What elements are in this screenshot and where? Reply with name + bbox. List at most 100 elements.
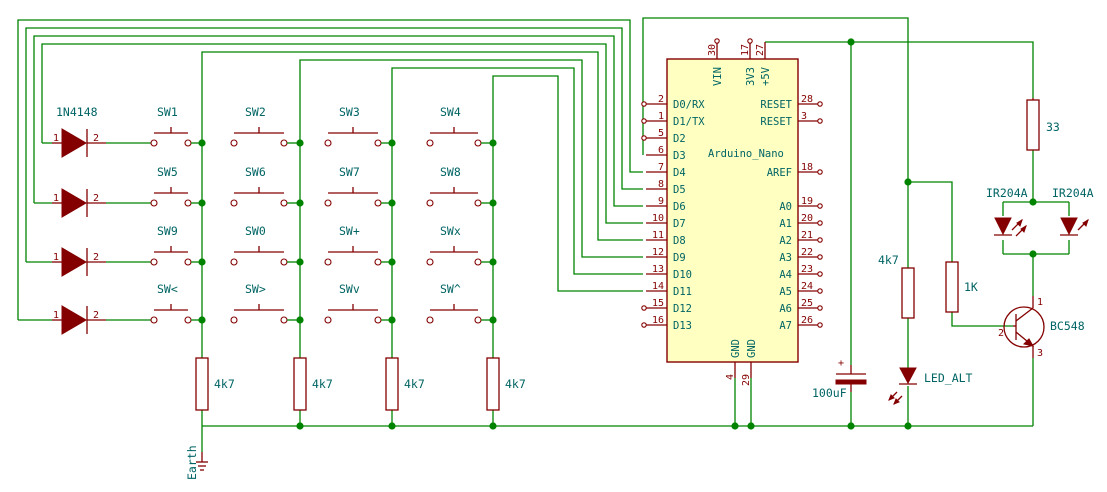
svg-text:21: 21: [801, 230, 813, 241]
svg-text:A2: A2: [779, 235, 792, 247]
pulldown-value: 4k7: [404, 377, 425, 391]
switch-label: SW4: [440, 105, 461, 119]
diode-pin-1: 1: [53, 252, 59, 263]
switch-sw0: SW0: [230, 224, 300, 266]
led-alt: LED_ALT: [888, 367, 973, 405]
wire-row3-d5: [25, 27, 643, 262]
svg-text:8: 8: [658, 179, 664, 190]
capacitor-100uf: + 100uF: [812, 358, 867, 400]
svg-text:D1/TX: D1/TX: [673, 116, 705, 128]
switch-label: SWv: [339, 282, 360, 296]
svg-text:13: 13: [652, 264, 664, 275]
pulldown-value: 4k7: [505, 377, 526, 391]
svg-text:17: 17: [740, 44, 751, 56]
diode-pin-2: 2: [93, 193, 99, 204]
switch-swx: SWx: [426, 224, 493, 266]
svg-text:D11: D11: [673, 286, 692, 298]
switch-sw9: SW9: [150, 224, 202, 266]
svg-text:30: 30: [707, 44, 718, 56]
ir-led-1-label: IR204A: [986, 186, 1028, 200]
switch-label: SW5: [157, 165, 178, 179]
diode-pin-1: 1: [53, 310, 59, 321]
diode-pin-2: 2: [93, 310, 99, 321]
pulldown-resistor-3: 4k7: [385, 357, 425, 411]
earth-symbol: Earth: [185, 445, 208, 480]
svg-text:RESET: RESET: [760, 116, 792, 128]
svg-text:12: 12: [652, 247, 664, 258]
switch-label: SWx: [440, 224, 461, 238]
transistor-pin-3: 3: [1037, 348, 1043, 359]
capacitor-polarity: +: [838, 358, 844, 369]
ir-led-2-triangle: [1060, 217, 1078, 236]
switch-sw7: SW7: [324, 165, 392, 207]
switch-sw2: SW2: [230, 105, 300, 147]
diode-part-label: 1N4148: [56, 105, 98, 119]
transistor-label: BC548: [1050, 319, 1085, 333]
svg-text:RESET: RESET: [760, 99, 792, 111]
wires: [17, 17, 1070, 452]
ir-led-2-label: IR204A: [1052, 186, 1094, 200]
svg-text:A7: A7: [779, 320, 792, 332]
svg-text:24: 24: [801, 281, 813, 292]
earth-label: Earth: [185, 445, 199, 480]
transistor-body: [1003, 306, 1045, 348]
led-triangle: [899, 367, 917, 385]
ir-led-1-triangle: [994, 217, 1012, 236]
svg-text:2: 2: [658, 94, 664, 105]
junctions: [198, 38, 1037, 430]
svg-text:A0: A0: [779, 201, 792, 213]
svg-text:A5: A5: [779, 286, 792, 298]
transistor-bc548: BC548 1 2 3: [998, 296, 1085, 359]
svg-text:D9: D9: [673, 252, 686, 264]
svg-text:10: 10: [652, 213, 664, 224]
svg-text:VIN: VIN: [712, 67, 724, 86]
svg-text:D13: D13: [673, 320, 692, 332]
ir-resistor: 33: [1026, 98, 1060, 151]
wire-row2-d6: [33, 35, 643, 207]
svg-text:27: 27: [755, 44, 766, 56]
wire-col2-d9: [299, 59, 643, 258]
diode-triangle: [61, 247, 87, 277]
led-resistor-value: 4k7: [878, 253, 899, 267]
switch-swv: SWv: [324, 282, 392, 324]
svg-text:GND: GND: [746, 339, 758, 358]
svg-text:20: 20: [801, 213, 813, 224]
led-label: LED_ALT: [924, 371, 973, 385]
ir-led-2: IR204A: [1052, 186, 1094, 236]
diode-pin-1: 1: [53, 193, 59, 204]
wire-col4-d11: [492, 75, 643, 292]
capacitor-plate-negative: [835, 379, 867, 385]
transistor-pin-2: 2: [998, 328, 1004, 339]
svg-text:A3: A3: [779, 252, 792, 264]
capacitor-value: 100uF: [812, 386, 847, 400]
switch-label: SW7: [339, 165, 360, 179]
svg-text:D4: D4: [673, 167, 686, 179]
svg-text:+5V: +5V: [760, 66, 772, 86]
svg-text:6: 6: [658, 145, 664, 156]
arduino-pin-a2: 21 A2: [779, 230, 823, 247]
switch-label: SW2: [245, 105, 266, 119]
svg-text:A4: A4: [779, 269, 792, 281]
